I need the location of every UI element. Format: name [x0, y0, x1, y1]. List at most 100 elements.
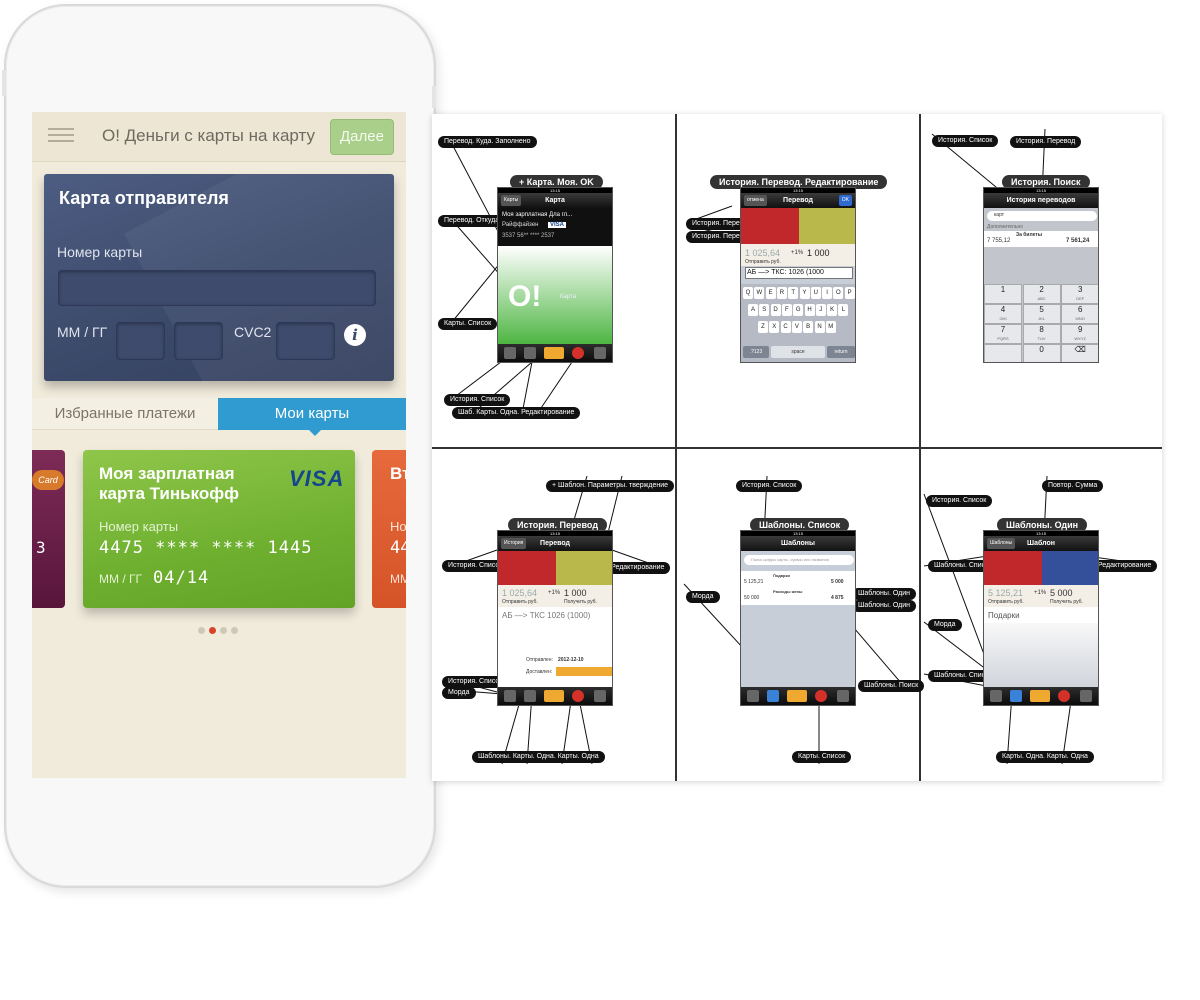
key-n[interactable]: N [814, 321, 825, 333]
search-input[interactable] [744, 555, 854, 565]
search-input[interactable] [987, 211, 1097, 221]
card-tile-previous[interactable]: Card 3 [32, 450, 65, 608]
menu-icon[interactable] [48, 128, 74, 146]
key-y[interactable]: Y [799, 287, 810, 299]
template-title[interactable]: Расходы жены [773, 589, 803, 594]
key-l[interactable]: L [838, 304, 849, 316]
mastercard-logo: Card [32, 470, 64, 490]
key-c[interactable]: C [780, 321, 791, 333]
star-icon[interactable] [1010, 690, 1022, 702]
profile-icon[interactable] [1080, 690, 1092, 702]
flow-label: Шаблоны. Список [928, 670, 999, 682]
cards-icon[interactable] [815, 690, 827, 702]
nav-title: Перевод [540, 540, 570, 547]
tab-bar [741, 687, 855, 705]
cancel-button[interactable]: отмена [744, 195, 767, 206]
route-input[interactable] [745, 267, 853, 279]
flow-label: Шаб. Карты. Одна. Редактирование [452, 407, 581, 419]
back-button[interactable]: История [501, 538, 527, 549]
key-numbers[interactable]: .?123 [743, 346, 769, 358]
keypad-key[interactable]: 1 [984, 284, 1022, 304]
clock-icon[interactable] [504, 690, 516, 702]
next-button[interactable]: Далее [330, 119, 394, 155]
key-h[interactable]: H [804, 304, 815, 316]
key-r[interactable]: R [776, 287, 787, 299]
nav-bar: История переводов [984, 193, 1098, 208]
key-w[interactable]: W [754, 287, 765, 299]
key-z[interactable]: Z [758, 321, 768, 333]
pager-dot[interactable] [198, 627, 205, 634]
key-u[interactable]: U [810, 287, 821, 299]
profile-icon[interactable] [594, 690, 606, 702]
key-g[interactable]: G [793, 304, 804, 316]
flow-label: История. Список [926, 495, 993, 507]
key-q[interactable]: Q [743, 287, 753, 299]
expiry-month-input[interactable] [116, 322, 165, 360]
card-tile-next[interactable]: Вт Но 44 ММ [372, 450, 406, 608]
key-b[interactable]: B [803, 321, 814, 333]
ok-button[interactable]: OK [838, 195, 852, 206]
keypad-icon[interactable] [544, 690, 564, 702]
key-s[interactable]: S [759, 304, 770, 316]
key-t[interactable]: T [788, 287, 799, 299]
search-placeholder: Поиск цифры карты, суммы или названия [751, 557, 829, 562]
key-a[interactable]: A [748, 304, 758, 316]
info-icon[interactable]: i [344, 324, 366, 346]
key-d[interactable]: D [770, 304, 781, 316]
star-icon[interactable] [524, 690, 536, 702]
back-button[interactable]: Шаблоны [987, 538, 1016, 549]
keypad-key[interactable] [984, 344, 1022, 362]
keypad-icon[interactable] [1030, 690, 1050, 702]
pager-dot[interactable] [220, 627, 227, 634]
key-f[interactable]: F [781, 304, 792, 316]
cards-icon[interactable] [572, 347, 584, 359]
pager-dot[interactable] [231, 627, 238, 634]
keypad-key[interactable]: 0 [1022, 344, 1061, 362]
tab-favorite-payments[interactable]: Избранные платежи [32, 398, 218, 430]
keypad-icon[interactable] [544, 347, 564, 359]
keypad-icon[interactable] [787, 690, 807, 702]
history-row[interactable] [984, 231, 1098, 247]
nav-bar: Перевод История [498, 536, 612, 551]
keypad-key[interactable]: ⌫ [1061, 344, 1098, 362]
key-v[interactable]: V [791, 321, 802, 333]
profile-icon[interactable] [837, 690, 849, 702]
profile-icon[interactable] [594, 347, 606, 359]
key-return[interactable]: return [827, 346, 855, 358]
card-tile-selected[interactable]: Моя зарплатная карта Тинькофф VISA Номер… [83, 450, 355, 608]
clock-icon[interactable] [747, 690, 759, 702]
keypad-digit: 3 [1077, 285, 1083, 294]
template-title[interactable]: Подарки [773, 573, 790, 578]
key-o[interactable]: O [833, 287, 844, 299]
cards-icon[interactable] [572, 690, 584, 702]
key-i[interactable]: I [822, 287, 833, 299]
cvc-input[interactable] [276, 322, 335, 360]
star-icon[interactable] [767, 690, 779, 702]
expiry-year-input[interactable] [174, 322, 223, 360]
key-x[interactable]: X [769, 321, 780, 333]
key-k[interactable]: K [827, 304, 838, 316]
template-amount-from: 5 125,21 [744, 579, 764, 585]
back-button[interactable]: Карты [501, 195, 522, 206]
tab-my-cards[interactable]: Мои карты [218, 398, 406, 430]
amount-to[interactable]: 1 000 [807, 248, 830, 258]
key-e[interactable]: E [765, 287, 776, 299]
key-p[interactable]: P [844, 287, 855, 299]
clock-icon[interactable] [990, 690, 1002, 702]
clock-icon[interactable] [504, 347, 516, 359]
card-number-input[interactable] [58, 270, 376, 306]
key-space[interactable]: space [771, 346, 825, 358]
cards-icon[interactable] [1058, 690, 1070, 702]
star-icon[interactable] [524, 347, 536, 359]
pager-dot-active[interactable] [209, 627, 216, 634]
key-j[interactable]: J [815, 304, 826, 316]
key-m[interactable]: M [825, 321, 836, 333]
